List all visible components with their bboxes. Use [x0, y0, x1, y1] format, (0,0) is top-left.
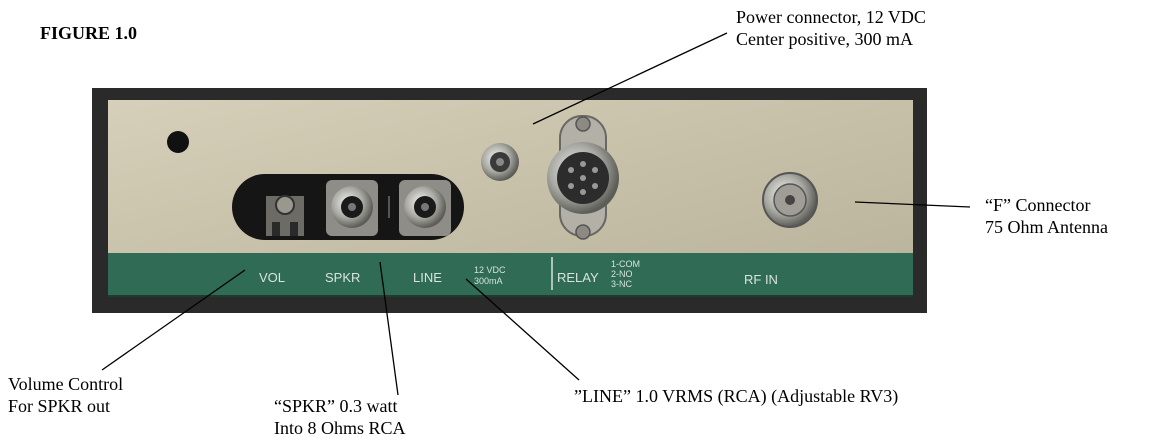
- spkr-callout-line-2: Into 8 Ohms RCA: [274, 418, 406, 438]
- power-callout-line-1: Power connector, 12 VDC: [736, 7, 926, 27]
- f-connector-callout: “F” Connector 75 Ohm Antenna: [985, 194, 1108, 238]
- panel-label-relay: RELAY: [557, 270, 599, 285]
- panel-label-line: LINE: [413, 270, 442, 285]
- panel-label-dc-2: 300mA: [474, 276, 503, 286]
- f-callout-line-2: 75 Ohm Antenna: [985, 217, 1108, 237]
- power-connector-callout: Power connector, 12 VDC Center positive,…: [736, 6, 926, 50]
- volume-callout-line-1: Volume Control: [8, 374, 124, 394]
- volume-control-icon: [266, 195, 304, 236]
- panel-label-spkr: SPKR: [325, 270, 360, 285]
- spkr-rca-jack-icon: [326, 180, 378, 236]
- label-strip: [108, 253, 913, 295]
- panel-label-vol: VOL: [259, 270, 285, 285]
- leader-f-connector: [854, 201, 971, 208]
- line-callout: ”LINE” 1.0 VRMS (RCA) (Adjustable RV3): [574, 385, 898, 407]
- power-connector-icon: [481, 143, 519, 181]
- leader-spkr: [379, 261, 399, 396]
- mounting-hole: [167, 131, 189, 153]
- panel-label-relay-2: 2-NO: [611, 269, 633, 279]
- f-connector-icon: [762, 172, 818, 228]
- panel-label-relay-3: 3-NC: [611, 279, 633, 289]
- power-callout-line-2: Center positive, 300 mA: [736, 29, 913, 49]
- figure-title: FIGURE 1.0: [40, 23, 138, 43]
- panel-label-rf-in: RF IN: [744, 272, 778, 287]
- relay-din-connector-icon: [547, 115, 619, 240]
- line-rca-jack-icon: [399, 180, 451, 236]
- volume-callout: Volume Control For SPKR out: [8, 373, 123, 417]
- spkr-callout: “SPKR” 0.3 watt Into 8 Ohms RCA: [274, 395, 406, 439]
- line-callout-line-1: ”LINE” 1.0 VRMS (RCA) (Adjustable RV3): [574, 386, 899, 406]
- panel-label-dc-1: 12 VDC: [474, 265, 506, 275]
- f-callout-line-1: “F” Connector: [985, 195, 1091, 215]
- volume-callout-line-2: For SPKR out: [8, 396, 111, 416]
- spkr-callout-line-1: “SPKR” 0.3 watt: [274, 396, 398, 416]
- leader-volume: [101, 269, 246, 371]
- panel-label-relay-1: 1-COM: [611, 259, 640, 269]
- leader-power: [532, 32, 728, 125]
- leader-line: [465, 278, 580, 381]
